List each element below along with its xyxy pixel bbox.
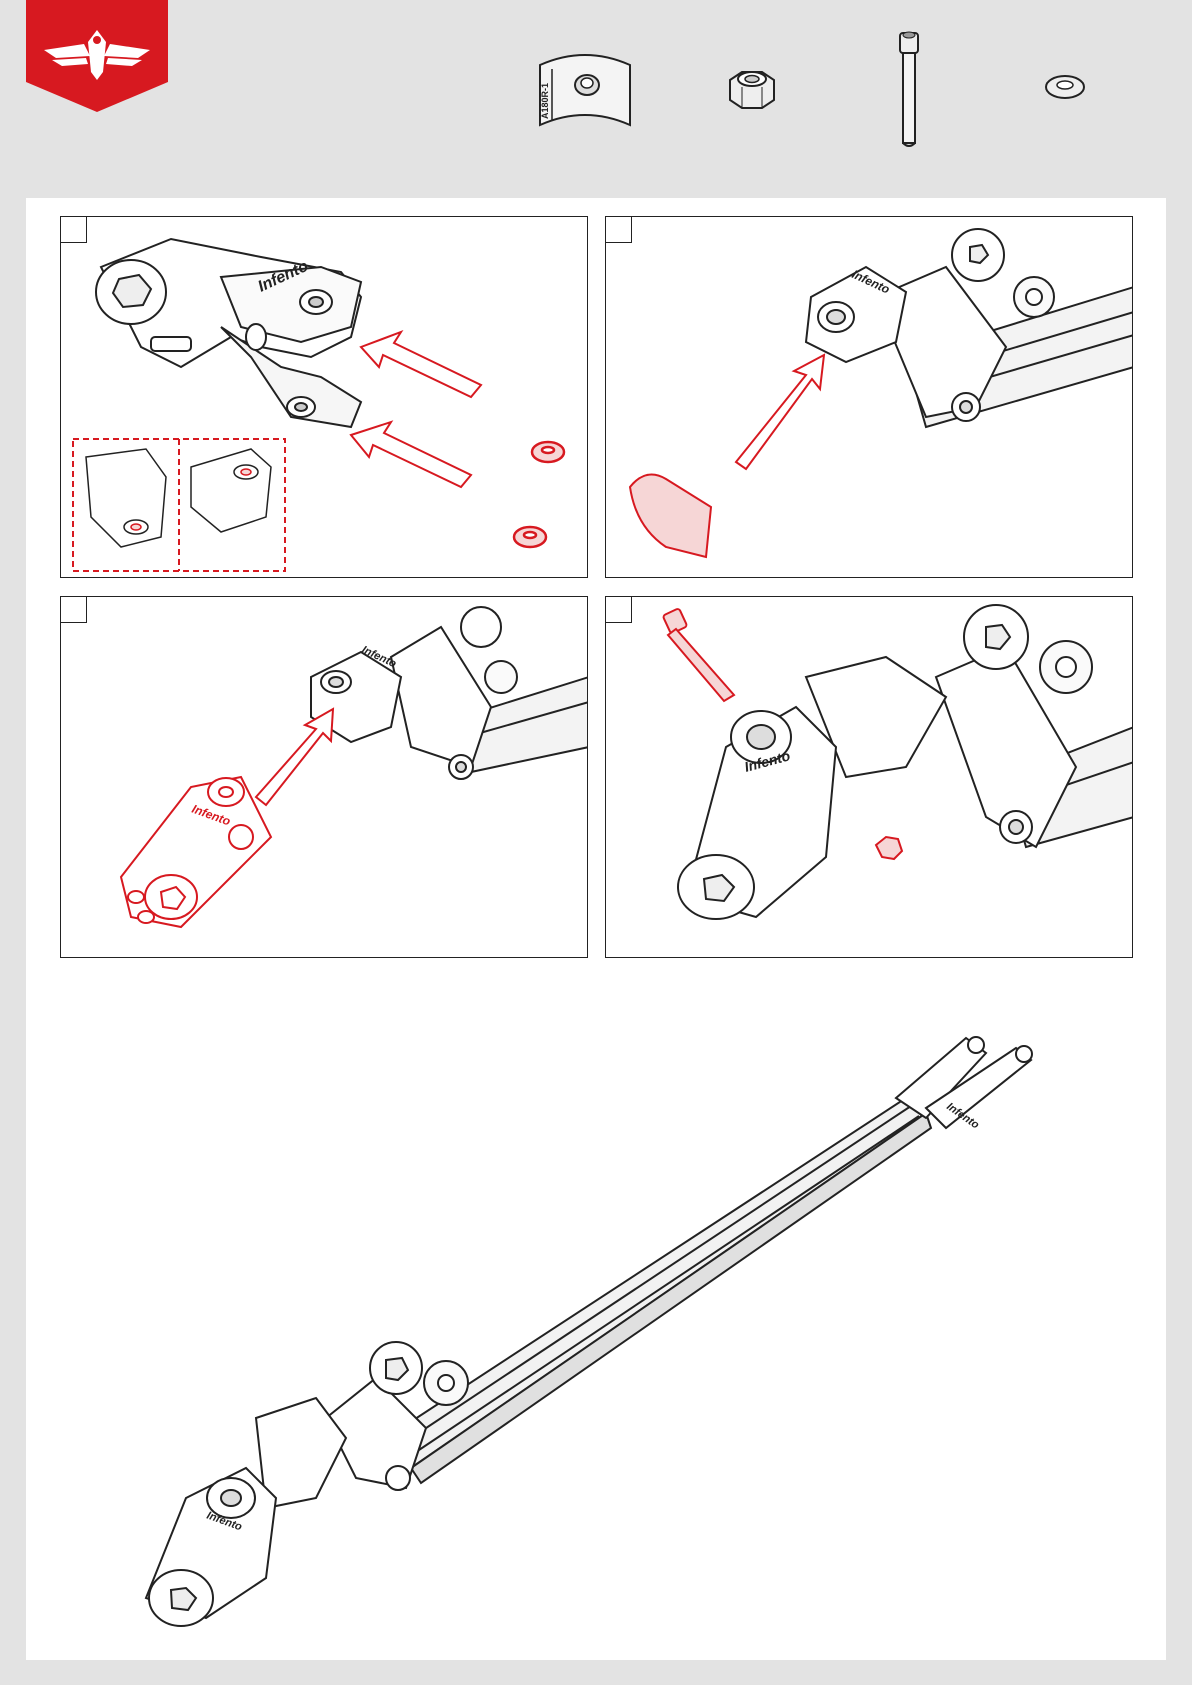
instruction-sheet: Infento [26, 198, 1166, 1660]
hex-socket-bolt-icon [900, 32, 918, 146]
step-4-illustration: Infento [606, 597, 1133, 958]
lock-nut-icon [730, 72, 774, 108]
curved-clamp-shim-icon: A180R-1 [540, 55, 630, 125]
final-assembly-illustration: Infento Infento [26, 998, 1166, 1658]
step-2-panel: Infento [605, 216, 1133, 578]
washer-icon [1046, 76, 1084, 98]
svg-text:A180R-1: A180R-1 [540, 83, 550, 119]
final-assembly-view: Infento Infento [26, 998, 1166, 1658]
step-3-panel: Infento Infento [60, 596, 588, 958]
step-1-panel: Infento [60, 216, 588, 578]
step-1-illustration: Infento [61, 217, 588, 578]
step-3-illustration: Infento Infento [61, 597, 588, 958]
step-2-illustration: Infento [606, 217, 1133, 578]
parts-list: A180R-1 [530, 25, 1130, 155]
step-4-panel: Infento [605, 596, 1133, 958]
brand-logo [26, 0, 168, 112]
